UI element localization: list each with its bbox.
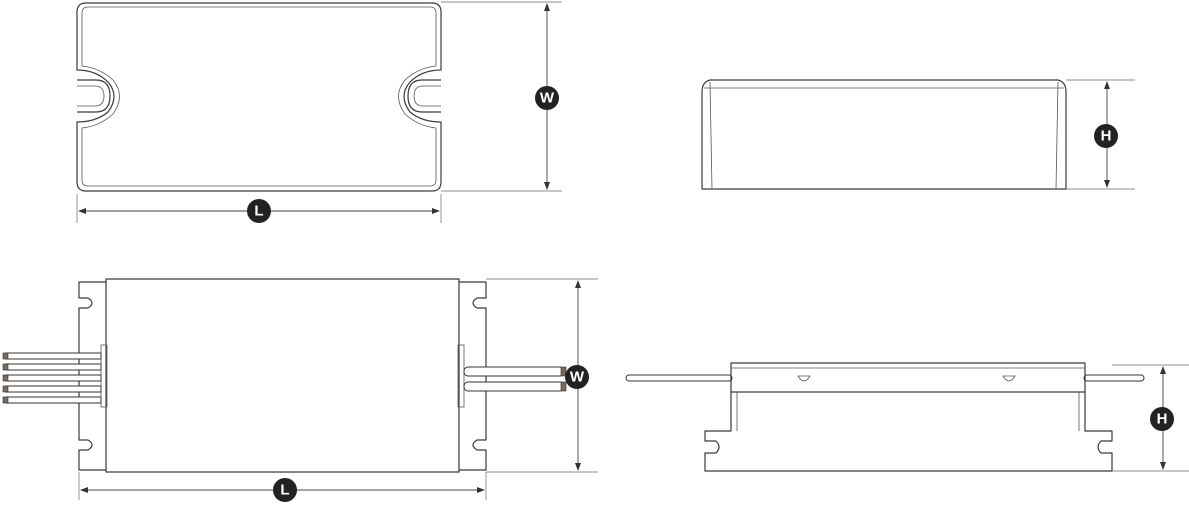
right-side-wire (1083, 374, 1145, 382)
length-label-2: L (280, 482, 289, 499)
screw-mark-right (1002, 375, 1016, 382)
screw-mark-left (797, 375, 811, 382)
left-mounting-slot (77, 79, 111, 113)
left-wire-bundle (2, 352, 102, 404)
length-badge (247, 199, 271, 223)
base-bracket (704, 392, 1113, 472)
width-label: W (540, 90, 555, 107)
top-view-inner-outline (81, 6, 437, 187)
bottom-view-body (105, 278, 460, 473)
width-badge-2 (565, 365, 589, 389)
left-mounting-flange (78, 281, 106, 471)
width-badge (535, 86, 559, 110)
width-label-2: W (570, 369, 585, 386)
height-label: H (1101, 128, 1112, 145)
top-view: W L (76, 1, 562, 223)
left-mounting-slot-inner (77, 85, 105, 107)
left-side-wire (625, 374, 733, 382)
length-badge-2 (273, 478, 297, 502)
height-label-2: H (1157, 411, 1168, 428)
height-badge-2 (1150, 407, 1174, 431)
right-cable-gland (457, 344, 465, 408)
bottom-view: W L (2, 278, 598, 502)
right-mounting-slot (407, 79, 441, 113)
side-view: H (701, 79, 1135, 190)
height-badge (1094, 124, 1118, 148)
top-view-outline (76, 2, 442, 192)
length-label: L (254, 203, 263, 220)
right-mounting-slot-inner (413, 85, 441, 107)
side-view-outline (701, 79, 1067, 190)
right-wire-bundle (463, 366, 567, 392)
side-view-wired: H (625, 362, 1189, 472)
side-view-wired-body (730, 362, 1086, 393)
